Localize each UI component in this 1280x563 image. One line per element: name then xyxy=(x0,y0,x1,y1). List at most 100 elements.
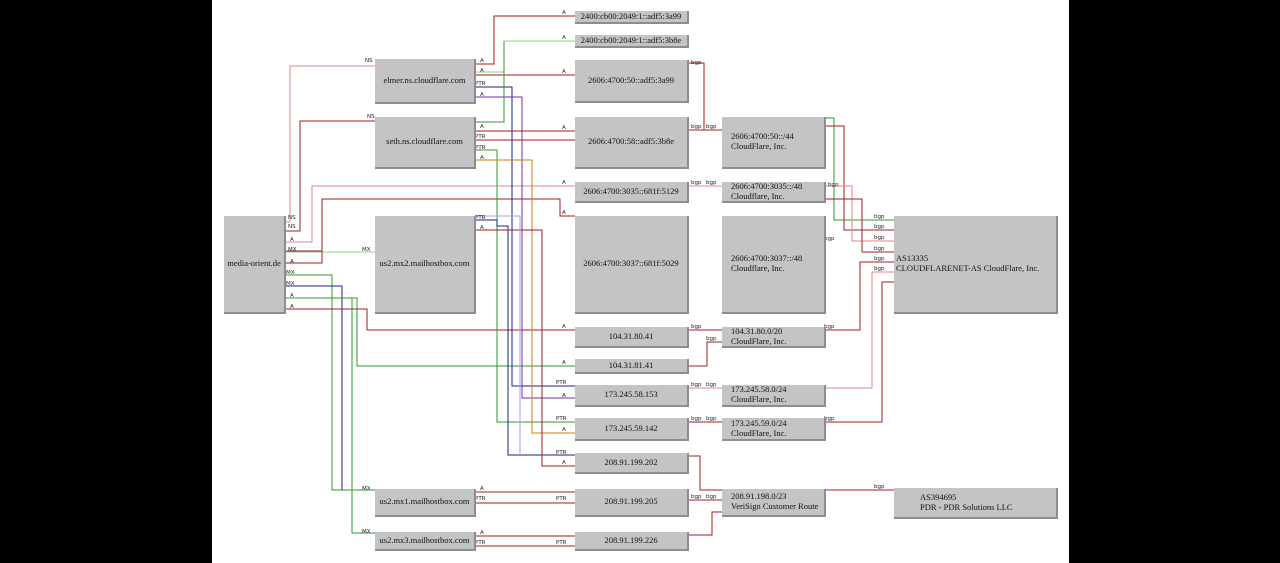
edge-a-ipv4-1 xyxy=(286,308,575,331)
edge-label-a: A xyxy=(562,210,566,216)
edge-label-bgp: bgp xyxy=(691,324,702,330)
edge-label-bgp: bgp xyxy=(824,324,835,330)
edge-label-bgp: bgp xyxy=(874,484,885,490)
edge-label-ptr: PTR xyxy=(475,134,486,140)
edge-label-bgp: bgp xyxy=(691,60,702,66)
edge-label-bgp: bgp xyxy=(874,214,885,220)
edge-label-a: A xyxy=(562,180,566,186)
edge-label-mx: MX xyxy=(362,529,371,535)
node-label: 2606:4700:3035::681f:5129 xyxy=(583,185,679,196)
node-label: 2606:4700:50::adf5:3a99 xyxy=(588,74,674,85)
edge-label-ptr: PTR xyxy=(475,81,486,87)
edge-label-a: A xyxy=(480,530,484,536)
edge-label-ns: NS xyxy=(365,58,373,64)
edge-ns1-ipv4-3 xyxy=(476,96,575,399)
node-mailserver-1[interactable]: us2.mx1.mailhostbox.com xyxy=(375,489,476,517)
node-ipv6-4[interactable]: 2606:4700:58::adf5:3b8e xyxy=(575,117,689,169)
node-ipv4-1[interactable]: 104.31.80.41 xyxy=(575,327,689,348)
node-prefix-4[interactable]: 104.31.80.0/20 CloudFlare, Inc. xyxy=(722,326,826,348)
edge-ns2-ptr xyxy=(476,149,575,423)
node-prefix-1[interactable]: 2606:4700:50::/44 CloudFlare, Inc. xyxy=(722,117,826,169)
node-as-pdr[interactable]: AS394695 PDR - PDR Solutions LLC xyxy=(894,488,1058,519)
node-ipv6-6[interactable]: 2606:4700:3037::681f:5029 xyxy=(575,216,689,314)
edge-label-ns: NS xyxy=(367,114,375,120)
node-ipv6-3[interactable]: 2606:4700:50::adf5:3a99 xyxy=(575,60,689,103)
node-nameserver-1[interactable]: elmer.ns.cloudflare.com xyxy=(375,59,476,104)
node-prefix-2[interactable]: 2606:4700:3035::/48 Cloudflare, Inc. xyxy=(722,181,826,203)
edge-label-ptr: PTR xyxy=(556,496,567,502)
edge-label-a: A xyxy=(562,324,566,330)
edge-label-bgp: bgp xyxy=(706,382,717,388)
edge-as-pfx-6 xyxy=(826,281,894,423)
edge-a-ipv4-2 xyxy=(286,297,575,367)
node-label: 2606:4700:3037::/48 Cloudflare, Inc. xyxy=(731,253,803,273)
node-ipv6-2[interactable]: 2400:cb00:2049:1::adf5:3b8e xyxy=(575,35,689,48)
edge-label-mx: MX xyxy=(286,281,295,287)
edge-label-ns: NS xyxy=(288,224,296,230)
node-mailserver-3[interactable]: us2.mx3.mailhostbox.com xyxy=(375,532,476,551)
edge-label-mx: MX xyxy=(362,247,371,253)
edge-label-a: A xyxy=(562,460,566,466)
edge-as-pfx-1b xyxy=(826,125,894,231)
edge-label-bgp: bgp xyxy=(691,124,702,130)
node-label: AS394695 PDR - PDR Solutions LLC xyxy=(920,491,1013,512)
node-label: 208.91.199.226 xyxy=(604,534,658,545)
edge-label-a: A xyxy=(562,10,566,16)
node-label: 2606:4700:58::adf5:3b8e xyxy=(588,136,674,147)
edge-label-bgp: bgp xyxy=(691,416,702,422)
node-ipv4-3[interactable]: 173.245.58.153 xyxy=(575,385,689,407)
edge-mx2-lav xyxy=(476,215,521,455)
edge-as-pfx-1 xyxy=(826,117,894,221)
edge-ns1-ptr xyxy=(476,86,575,387)
edge-mx2-ptr xyxy=(476,219,575,456)
edge-as-pfx-2 xyxy=(826,185,894,242)
edge-label-a: A xyxy=(480,92,484,98)
node-as-cloudflare[interactable]: AS13335 CLOUDFLARENET-AS CloudFlare, Inc… xyxy=(894,216,1058,314)
edge-ns-2 xyxy=(286,120,375,232)
edge-label-a: A xyxy=(562,427,566,433)
node-label: 104.31.80.41 xyxy=(608,330,654,341)
edge-label-a: A xyxy=(562,125,566,131)
edge-label-bgp: bgp xyxy=(824,236,835,242)
node-ipv4-5[interactable]: 208.91.199.202 xyxy=(575,453,689,474)
node-mailserver-2[interactable]: us2.mx2.mailhostbox.com xyxy=(375,216,476,314)
node-ipv6-5[interactable]: 2606:4700:3035::681f:5129 xyxy=(575,182,689,203)
node-nameserver-2[interactable]: seth.ns.cloudflare.com xyxy=(375,117,476,169)
edge-mx-1b xyxy=(286,285,343,490)
edge-label-a: A xyxy=(290,304,294,310)
edge-bgp-ipv4-2 xyxy=(689,341,722,367)
node-ipv4-7[interactable]: 208.91.199.226 xyxy=(575,532,689,551)
node-label: 173.245.59.0/24 CloudFlare, Inc. xyxy=(731,417,787,438)
edge-ns1-ipv6-2 xyxy=(476,40,575,73)
edge-label-a: A xyxy=(562,393,566,399)
edge-label-a: A xyxy=(290,237,294,243)
edge-label-bgp: bgp xyxy=(824,416,835,422)
edge-ns2-ipv6-2 xyxy=(476,41,505,123)
node-label: 173.245.59.142 xyxy=(604,422,658,433)
edge-ns2-ipv4-4 xyxy=(476,159,575,434)
edge-label-mx: MX xyxy=(286,270,295,276)
node-ipv4-2[interactable]: 104.31.81.41 xyxy=(575,359,689,374)
edge-label-a: A xyxy=(290,293,294,299)
edge-label-ptr: PTR xyxy=(475,145,486,151)
node-ipv4-6[interactable]: 208.91.199.205 xyxy=(575,489,689,517)
edge-label-a: A xyxy=(480,58,484,64)
node-prefix-5[interactable]: 173.245.58.0/24 CloudFlare, Inc. xyxy=(722,384,826,407)
node-prefix-6[interactable]: 173.245.59.0/24 CloudFlare, Inc. xyxy=(722,418,826,441)
edge-label-bgp: bgp xyxy=(706,124,717,130)
edge-label-bgp: bgp xyxy=(691,180,702,186)
node-label: AS13335 CLOUDFLARENET-AS CloudFlare, Inc… xyxy=(896,253,1040,273)
edge-label-a: A xyxy=(480,486,484,492)
edge-label-ptr: PTR xyxy=(556,380,567,386)
edge-label-bgp: bgp xyxy=(706,416,717,422)
edge-as-pfx-2b xyxy=(826,198,894,253)
edge-label-ptr: PTR xyxy=(475,496,486,502)
node-prefix-7[interactable]: 208.91.198.0/23 VeriSign Customer Route xyxy=(722,489,826,517)
edge-label-bgp: bgp xyxy=(874,246,885,252)
edge-bgp-ipv6-3 xyxy=(689,62,722,131)
node-prefix-3[interactable]: 2606:4700:3037::/48 Cloudflare, Inc. xyxy=(722,216,826,314)
node-origin-domain[interactable]: media-orient.de xyxy=(224,216,286,314)
node-ipv4-4[interactable]: 173.245.59.142 xyxy=(575,418,689,441)
node-ipv6-1[interactable]: 2400:cb00:2049:1::adf5:3a99 xyxy=(575,11,689,24)
